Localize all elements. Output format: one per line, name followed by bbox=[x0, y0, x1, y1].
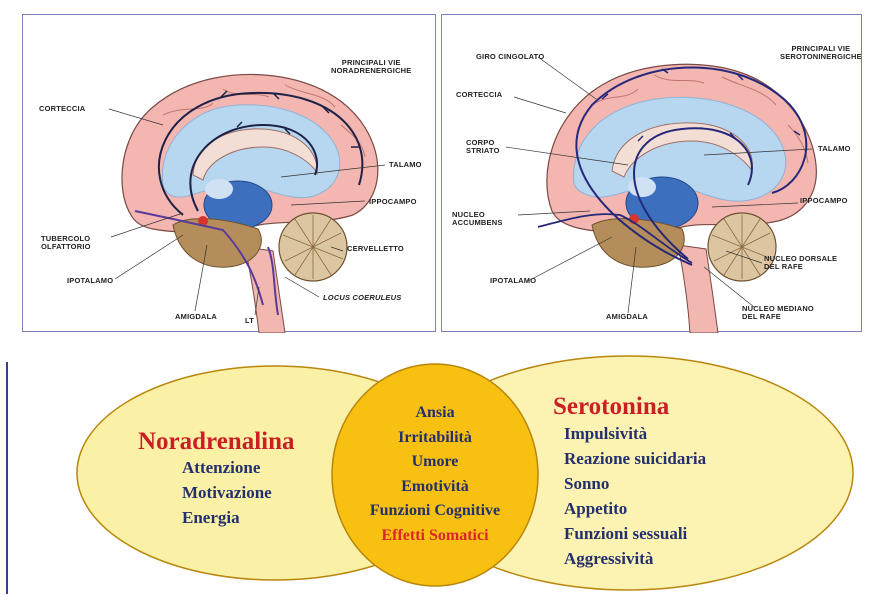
serotonina-item: Reazione suicidaria bbox=[564, 446, 706, 471]
noradrenalina-item: Energia bbox=[182, 505, 272, 530]
noradrenalina-item: Attenzione bbox=[182, 455, 272, 480]
serotonina-title: Serotonina bbox=[553, 393, 669, 421]
noradrenalina-item: Motivazione bbox=[182, 480, 272, 505]
shared-effects-list: Ansia Irritabilità Umore Emotività Funzi… bbox=[335, 401, 535, 548]
shared-item: Ansia bbox=[335, 401, 535, 426]
shared-item: Umore bbox=[335, 450, 535, 475]
left-border-rule bbox=[6, 362, 8, 594]
serotonina-list: Impulsività Reazione suicidaria Sonno Ap… bbox=[564, 421, 706, 571]
serotonina-item: Impulsività bbox=[564, 421, 706, 446]
shared-item: Irritabilità bbox=[335, 426, 535, 451]
serotonina-item: Sonno bbox=[564, 471, 706, 496]
noradrenalina-title: Noradrenalina bbox=[138, 428, 295, 456]
serotonina-item: Aggressività bbox=[564, 546, 706, 571]
shared-item-highlight: Effetti Somatici bbox=[335, 524, 535, 549]
shared-item: Emotività bbox=[335, 475, 535, 500]
serotonina-item: Funzioni sessuali bbox=[564, 521, 706, 546]
shared-item: Funzioni Cognitive bbox=[335, 499, 535, 524]
noradrenalina-list: Attenzione Motivazione Energia bbox=[182, 455, 272, 530]
serotonina-item: Appetito bbox=[564, 496, 706, 521]
